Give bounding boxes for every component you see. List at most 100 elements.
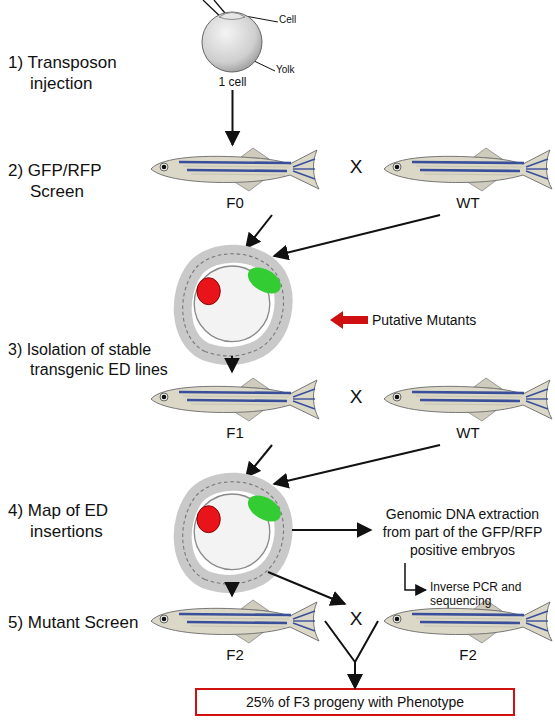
cross-symbol: X <box>344 386 368 408</box>
fish-stripe <box>293 168 315 169</box>
flow-arrow <box>405 563 426 590</box>
flow-connector <box>355 621 378 688</box>
fish-parent: WT <box>378 375 555 442</box>
fish-stripe <box>424 626 518 627</box>
fish-pupil <box>162 165 167 170</box>
generation-label: F1 <box>145 423 325 442</box>
note-text: Genomic DNA extraction from part of the … <box>375 505 550 559</box>
leader-line <box>252 60 275 71</box>
fish-stripe <box>179 614 291 615</box>
fish-pupil <box>162 617 167 622</box>
step-label: 5) Mutant Screen <box>8 612 158 633</box>
fish-stripe <box>526 168 548 169</box>
yolk-shape <box>202 12 262 72</box>
fish-body <box>151 380 319 419</box>
step-label: 2) GFP/RFP Screen <box>8 160 138 202</box>
fish-stripe <box>526 611 548 619</box>
fish-stripe <box>416 166 522 167</box>
fish-stripe <box>416 396 522 397</box>
fish-stripe <box>526 620 548 621</box>
fish-stripe <box>293 389 315 397</box>
generation-label: WT <box>378 423 555 442</box>
stage-label: 1 cell <box>195 74 270 90</box>
fish-stripe <box>526 389 548 397</box>
generation-label: F0 <box>145 193 325 212</box>
fish-stripe <box>416 618 522 619</box>
fish-pupil <box>395 395 400 400</box>
callout-label: Cell <box>279 14 319 26</box>
fish-stripe <box>183 396 289 397</box>
fish-stripe <box>191 174 285 175</box>
fish-stripe <box>420 170 520 171</box>
fish-stripe <box>526 398 548 399</box>
flow-arrow <box>268 572 345 604</box>
fish-eye <box>393 163 401 171</box>
fish-body <box>384 150 552 189</box>
fish-body <box>151 602 319 641</box>
step-label: 1) Transposon injection <box>8 52 158 94</box>
fish-stripe <box>191 404 285 405</box>
fish-stripe <box>293 159 315 167</box>
flow-arrow <box>274 215 440 256</box>
step-label: 4) Map of ED insertions <box>8 500 138 542</box>
fish-stripe <box>526 159 548 167</box>
fish-pupil <box>162 395 167 400</box>
flow-arrow <box>292 529 371 531</box>
fish-eye <box>393 615 401 623</box>
fish-eye <box>160 163 168 171</box>
fish-pupil <box>395 165 400 170</box>
fish-stripe <box>183 166 289 167</box>
fish-outline <box>145 375 325 423</box>
generation-label: F2 <box>145 645 325 664</box>
fish-stripe <box>424 404 518 405</box>
flow-arrow <box>274 445 440 484</box>
flow-arrow <box>246 445 272 477</box>
flow-arrow <box>246 215 272 248</box>
egg-cell: 1 cell <box>195 8 270 90</box>
fish-stripe <box>412 614 524 615</box>
fish-eye <box>393 393 401 401</box>
fish-stripe <box>526 171 548 179</box>
fish-parent: WT <box>378 145 555 212</box>
step-label: 3) Isolation of stable transgenic ED lin… <box>8 340 173 380</box>
fish-stripe <box>293 611 315 619</box>
fish-stripe <box>412 162 524 163</box>
fish-eye <box>160 393 168 401</box>
fish-body <box>151 150 319 189</box>
result-text: 25% of F3 progeny with Phenotype <box>201 693 509 711</box>
egg-outline <box>195 8 270 74</box>
fish-parent: F2 <box>145 597 325 664</box>
flow-arrow <box>231 356 233 372</box>
fish-stripe <box>293 171 315 179</box>
fish-stripe <box>183 618 289 619</box>
fish-stripe <box>187 170 287 171</box>
fish-stripe <box>526 401 548 409</box>
fish-stripe <box>420 622 520 623</box>
fish-outline <box>145 145 325 193</box>
fish-stripe <box>179 162 291 163</box>
fish-stripe <box>293 620 315 621</box>
fish-parent: F0 <box>145 145 325 212</box>
fish-stripe <box>424 174 518 175</box>
fish-stripe <box>293 623 315 631</box>
callout-label: Putative Mutants <box>372 311 532 329</box>
generation-label: WT <box>378 193 555 212</box>
callout-label: Yolk <box>276 64 316 76</box>
result-box: 25% of F3 progeny with Phenotype <box>195 688 515 716</box>
fish-stripe <box>420 400 520 401</box>
fish-parent: F1 <box>145 375 325 442</box>
fish-stripe <box>293 401 315 409</box>
fish-stripe <box>412 392 524 393</box>
note-text: Inverse PCR and sequencing <box>430 580 530 608</box>
flow-connector <box>232 90 234 145</box>
cross-symbol: X <box>344 608 368 630</box>
embryo-illustration <box>183 482 286 584</box>
pointer-arrow <box>330 311 368 329</box>
fish-pupil <box>395 617 400 622</box>
flow-arrow <box>231 584 233 596</box>
embryo-illustration <box>183 254 286 356</box>
fish-stripe <box>526 623 548 631</box>
fish-stripe <box>191 626 285 627</box>
